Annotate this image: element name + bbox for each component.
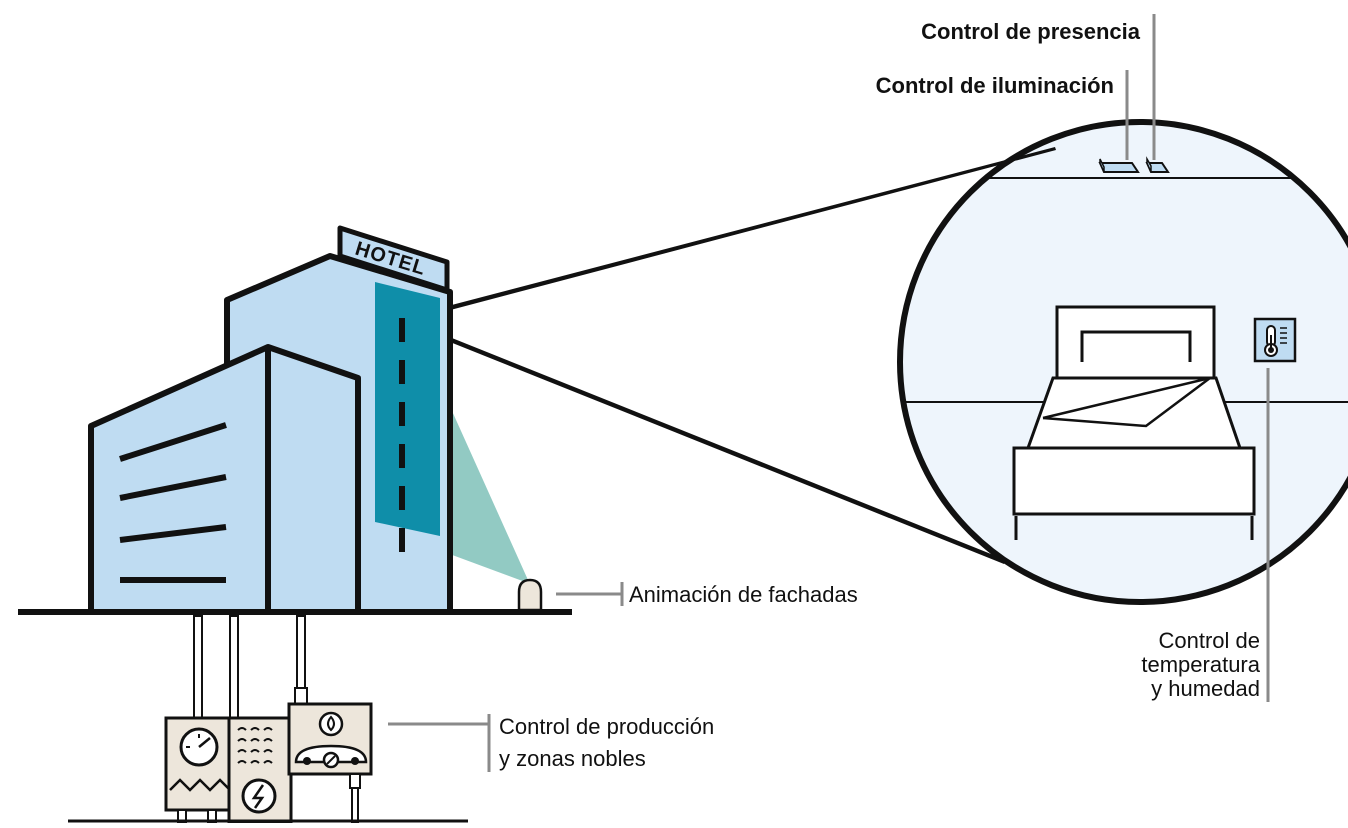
label-production-line1: Control de producción [499,714,714,739]
glass-panel [375,282,440,536]
bed [1012,305,1256,540]
label-temperature-line2: temperatura [1141,652,1260,677]
label-facade-animation: Animación de fachadas [629,582,858,607]
plant-equipment [68,687,468,825]
presence-sensor [1145,156,1170,173]
power-unit [227,716,293,825]
lighting-sensor [1098,158,1140,173]
label-temperature-line1: Control de [1158,628,1260,653]
hotel-building: HOTEL [18,225,572,615]
room-zoom-circle [897,119,1348,605]
facade-spotlight [517,578,543,612]
label-presence-control: Control de presencia [921,19,1141,44]
thermometer-icon [1253,317,1297,363]
leader-lines [388,14,1270,772]
boiler-unit [287,687,373,824]
gauge-unit [164,716,234,824]
label-production-line2: y zonas nobles [499,746,646,771]
front-windows [119,422,227,583]
label-temperature-line3: y humedad [1151,676,1260,701]
power-bolt-icon [241,778,277,814]
zoom-projection-lines [400,147,1056,564]
label-lighting-control: Control de iluminación [876,73,1114,98]
